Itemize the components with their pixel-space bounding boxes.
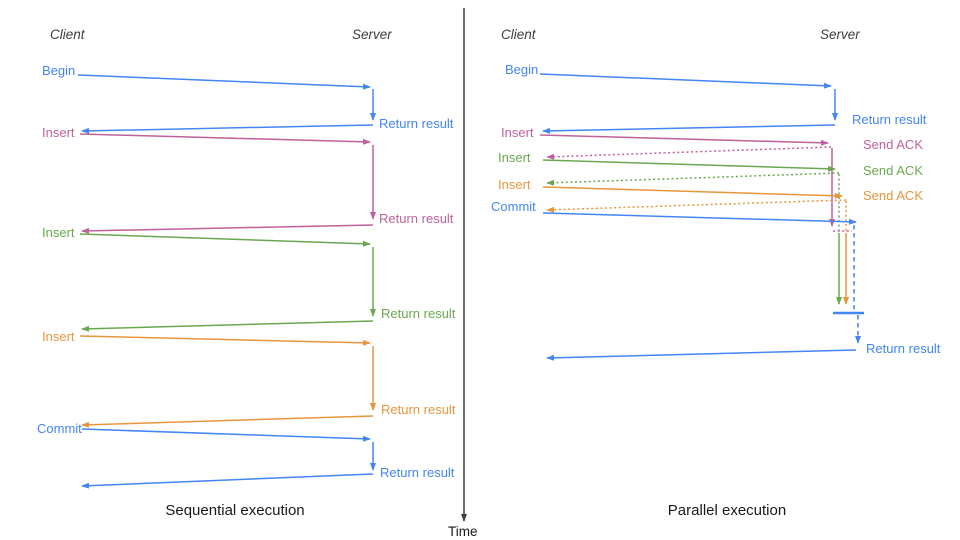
seq-begin-return xyxy=(81,124,374,134)
par-begin-return xyxy=(542,124,836,134)
par-insert3-ack xyxy=(546,199,847,213)
seq-commit-return xyxy=(81,473,374,489)
par-insert1-ack xyxy=(546,146,832,160)
seq-commit-label: Commit xyxy=(37,421,82,436)
par-insert1-send xyxy=(539,134,829,146)
par-commit-label: Commit xyxy=(491,199,536,214)
par-ack3-label: Send ACK xyxy=(863,188,923,203)
seq-insert3-return xyxy=(81,415,374,428)
arrow-layer xyxy=(77,8,864,522)
seq-return4-label: Return result xyxy=(381,402,456,417)
par-return-commit-label: Return result xyxy=(866,341,941,356)
par-commit-return xyxy=(546,349,857,361)
seq-insert2-return xyxy=(81,320,374,332)
seq-begin-send xyxy=(77,74,371,90)
seq-return3-label: Return result xyxy=(381,306,456,321)
seq-server-header: Server xyxy=(352,27,392,42)
seq-insert1-send xyxy=(79,133,371,145)
seq-insert1-label: Insert xyxy=(42,125,75,140)
par-begin-send xyxy=(539,73,832,89)
seq-return1-label: Return result xyxy=(379,116,454,131)
par-server-header: Server xyxy=(820,27,860,42)
par-begin-label: Begin xyxy=(505,62,539,77)
time-axis-label: Time xyxy=(448,524,478,539)
seq-insert3-label: Insert xyxy=(42,329,75,344)
par-commit-send xyxy=(542,212,857,225)
seq-insert3-send xyxy=(79,335,371,346)
par-insert3-send xyxy=(542,186,843,199)
seq-return2-label: Return result xyxy=(379,211,454,226)
par-insert2-send xyxy=(542,159,836,172)
seq-return5-label: Return result xyxy=(380,465,455,480)
par-ack1-label: Send ACK xyxy=(863,137,923,152)
par-ack2-label: Send ACK xyxy=(863,163,923,178)
par-insert1-label: Insert xyxy=(501,125,534,140)
par-client-header: Client xyxy=(501,27,536,42)
seq-client-header: Client xyxy=(50,27,85,42)
seq-commit-send xyxy=(81,428,371,442)
parallel-caption: Parallel execution xyxy=(667,502,787,519)
sequential-caption: Sequential execution xyxy=(165,502,305,519)
seq-begin-label: Begin xyxy=(42,63,76,78)
par-insert2-label: Insert xyxy=(498,150,531,165)
seq-insert2-send xyxy=(79,233,371,247)
seq-insert2-label: Insert xyxy=(42,225,75,240)
par-return-begin-label: Return result xyxy=(852,112,927,127)
par-insert3-label: Insert xyxy=(498,177,531,192)
seq-insert1-return xyxy=(81,224,374,234)
par-insert2-ack xyxy=(546,172,840,186)
